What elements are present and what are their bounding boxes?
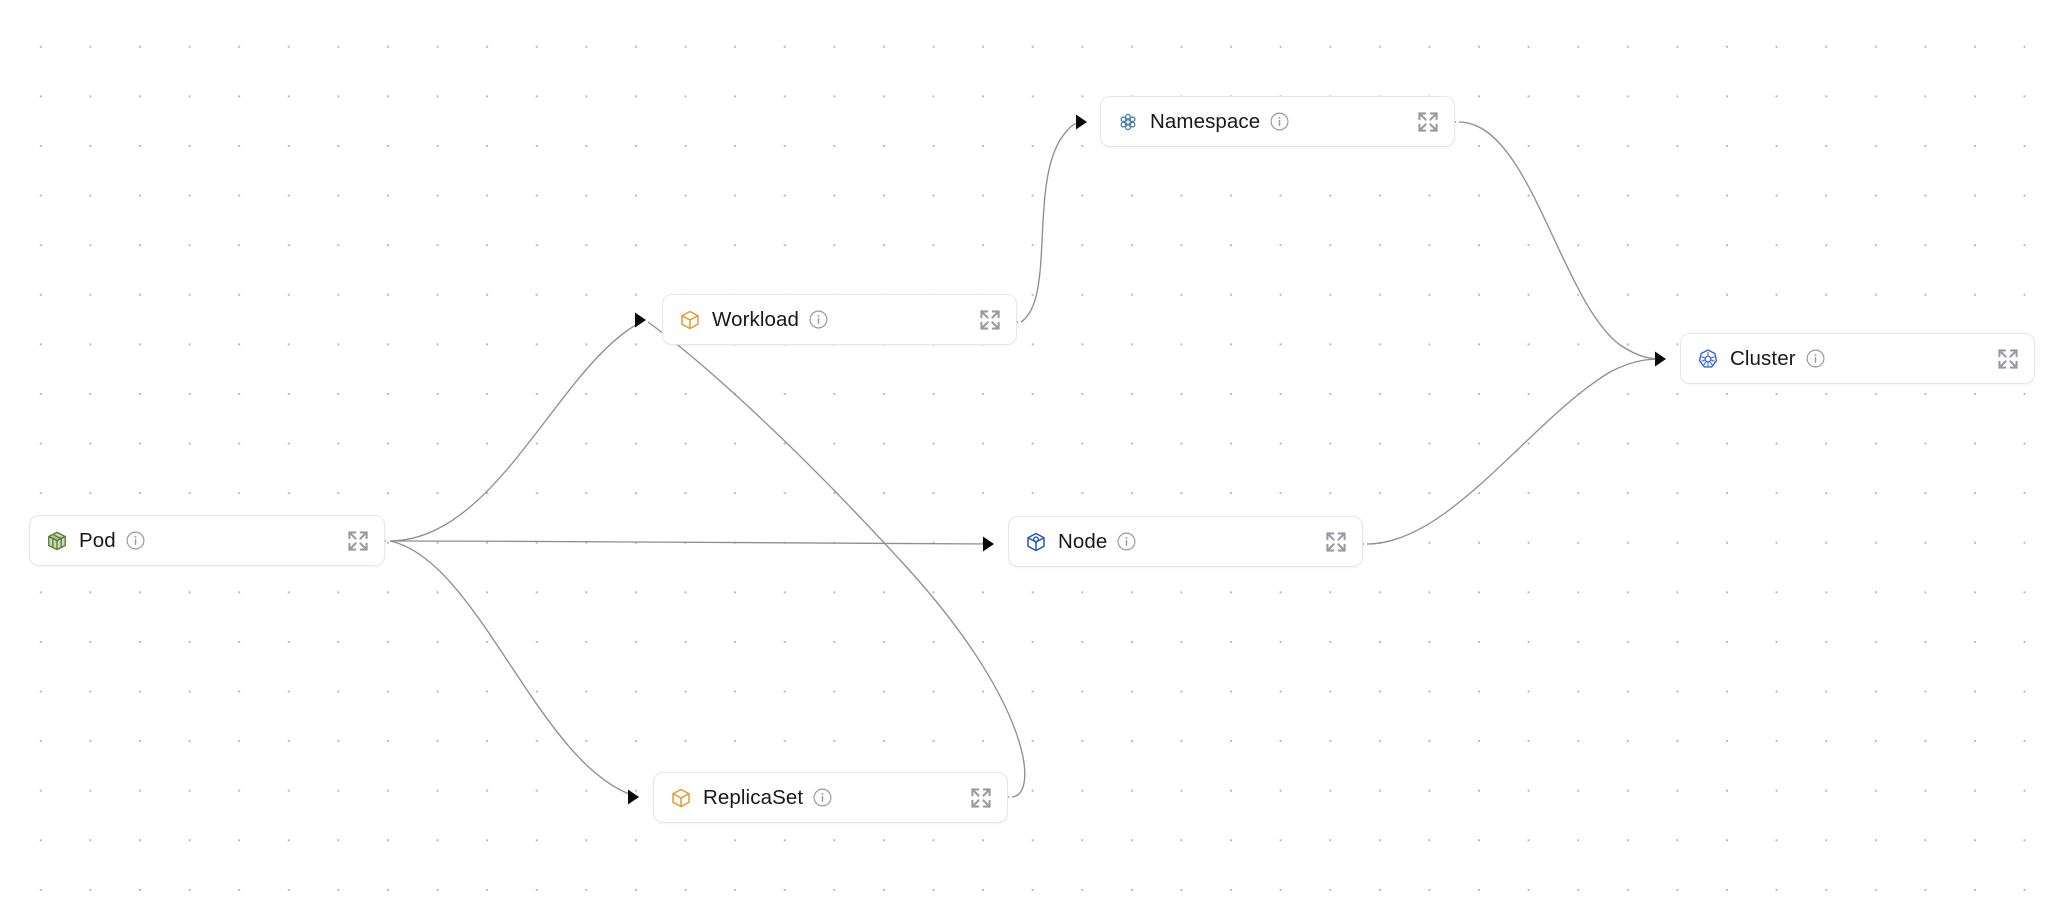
- edge-pod-to-workload: [389, 319, 646, 542]
- info-icon-workload[interactable]: [809, 310, 828, 329]
- expand-icon-workload[interactable]: [978, 308, 1002, 332]
- node-label: ReplicaSet: [703, 785, 804, 809]
- arrow-into-replicaset: [628, 789, 639, 805]
- graph-node-namespace[interactable]: Namespace: [1100, 96, 1455, 147]
- node-label: Namespace: [1150, 109, 1261, 133]
- expand-icon-pod[interactable]: [346, 529, 370, 553]
- node-label: Pod: [79, 528, 116, 552]
- graph-node-replicaset[interactable]: ReplicaSet: [653, 772, 1008, 823]
- replicaset-cube-icon: [670, 787, 692, 809]
- expand-icon-namespace[interactable]: [1416, 110, 1440, 134]
- graph-node-cluster[interactable]: Cluster: [1680, 333, 2035, 384]
- edge-node-to-cluster: [1366, 358, 1666, 545]
- node-label: Cluster: [1730, 346, 1796, 370]
- arrow-into-cluster: [1655, 351, 1666, 367]
- edge-workload-to-namespace: [1020, 121, 1087, 323]
- info-icon-replicaset[interactable]: [813, 788, 832, 807]
- arrow-into-namespace: [1076, 114, 1087, 130]
- arrow-marks: [375, 114, 1666, 805]
- edge-paths: [389, 121, 1666, 798]
- info-icon-cluster[interactable]: [1806, 349, 1825, 368]
- graph-node-workload[interactable]: Workload: [662, 294, 1017, 345]
- edge-namespace-to-cluster: [1458, 121, 1666, 360]
- info-icon-node[interactable]: [1117, 532, 1136, 551]
- node-label: Workload: [712, 307, 800, 331]
- node-label: Node: [1058, 529, 1108, 553]
- node-cube-icon: [1025, 531, 1047, 553]
- arrow-into-workload: [635, 312, 646, 328]
- kubernetes-helm-icon: [1697, 348, 1719, 370]
- arrow-into-node: [983, 536, 994, 552]
- workload-cube-icon: [679, 309, 701, 331]
- info-icon-pod[interactable]: [126, 531, 145, 550]
- graph-node-pod[interactable]: Pod: [29, 515, 385, 566]
- info-icon-namespace[interactable]: [1270, 112, 1289, 131]
- edge-pod-to-node: [389, 540, 994, 545]
- namespace-cluster-icon: [1117, 111, 1139, 133]
- expand-icon-node[interactable]: [1324, 530, 1348, 554]
- expand-icon-cluster[interactable]: [1996, 347, 2020, 371]
- edge-pod-to-replicaset: [389, 540, 639, 798]
- expand-icon-replicaset[interactable]: [969, 786, 993, 810]
- graph-node-node[interactable]: Node: [1008, 516, 1363, 567]
- pod-cube-icon: [46, 530, 68, 552]
- edge-replicaset-to-workload: [647, 321, 1026, 798]
